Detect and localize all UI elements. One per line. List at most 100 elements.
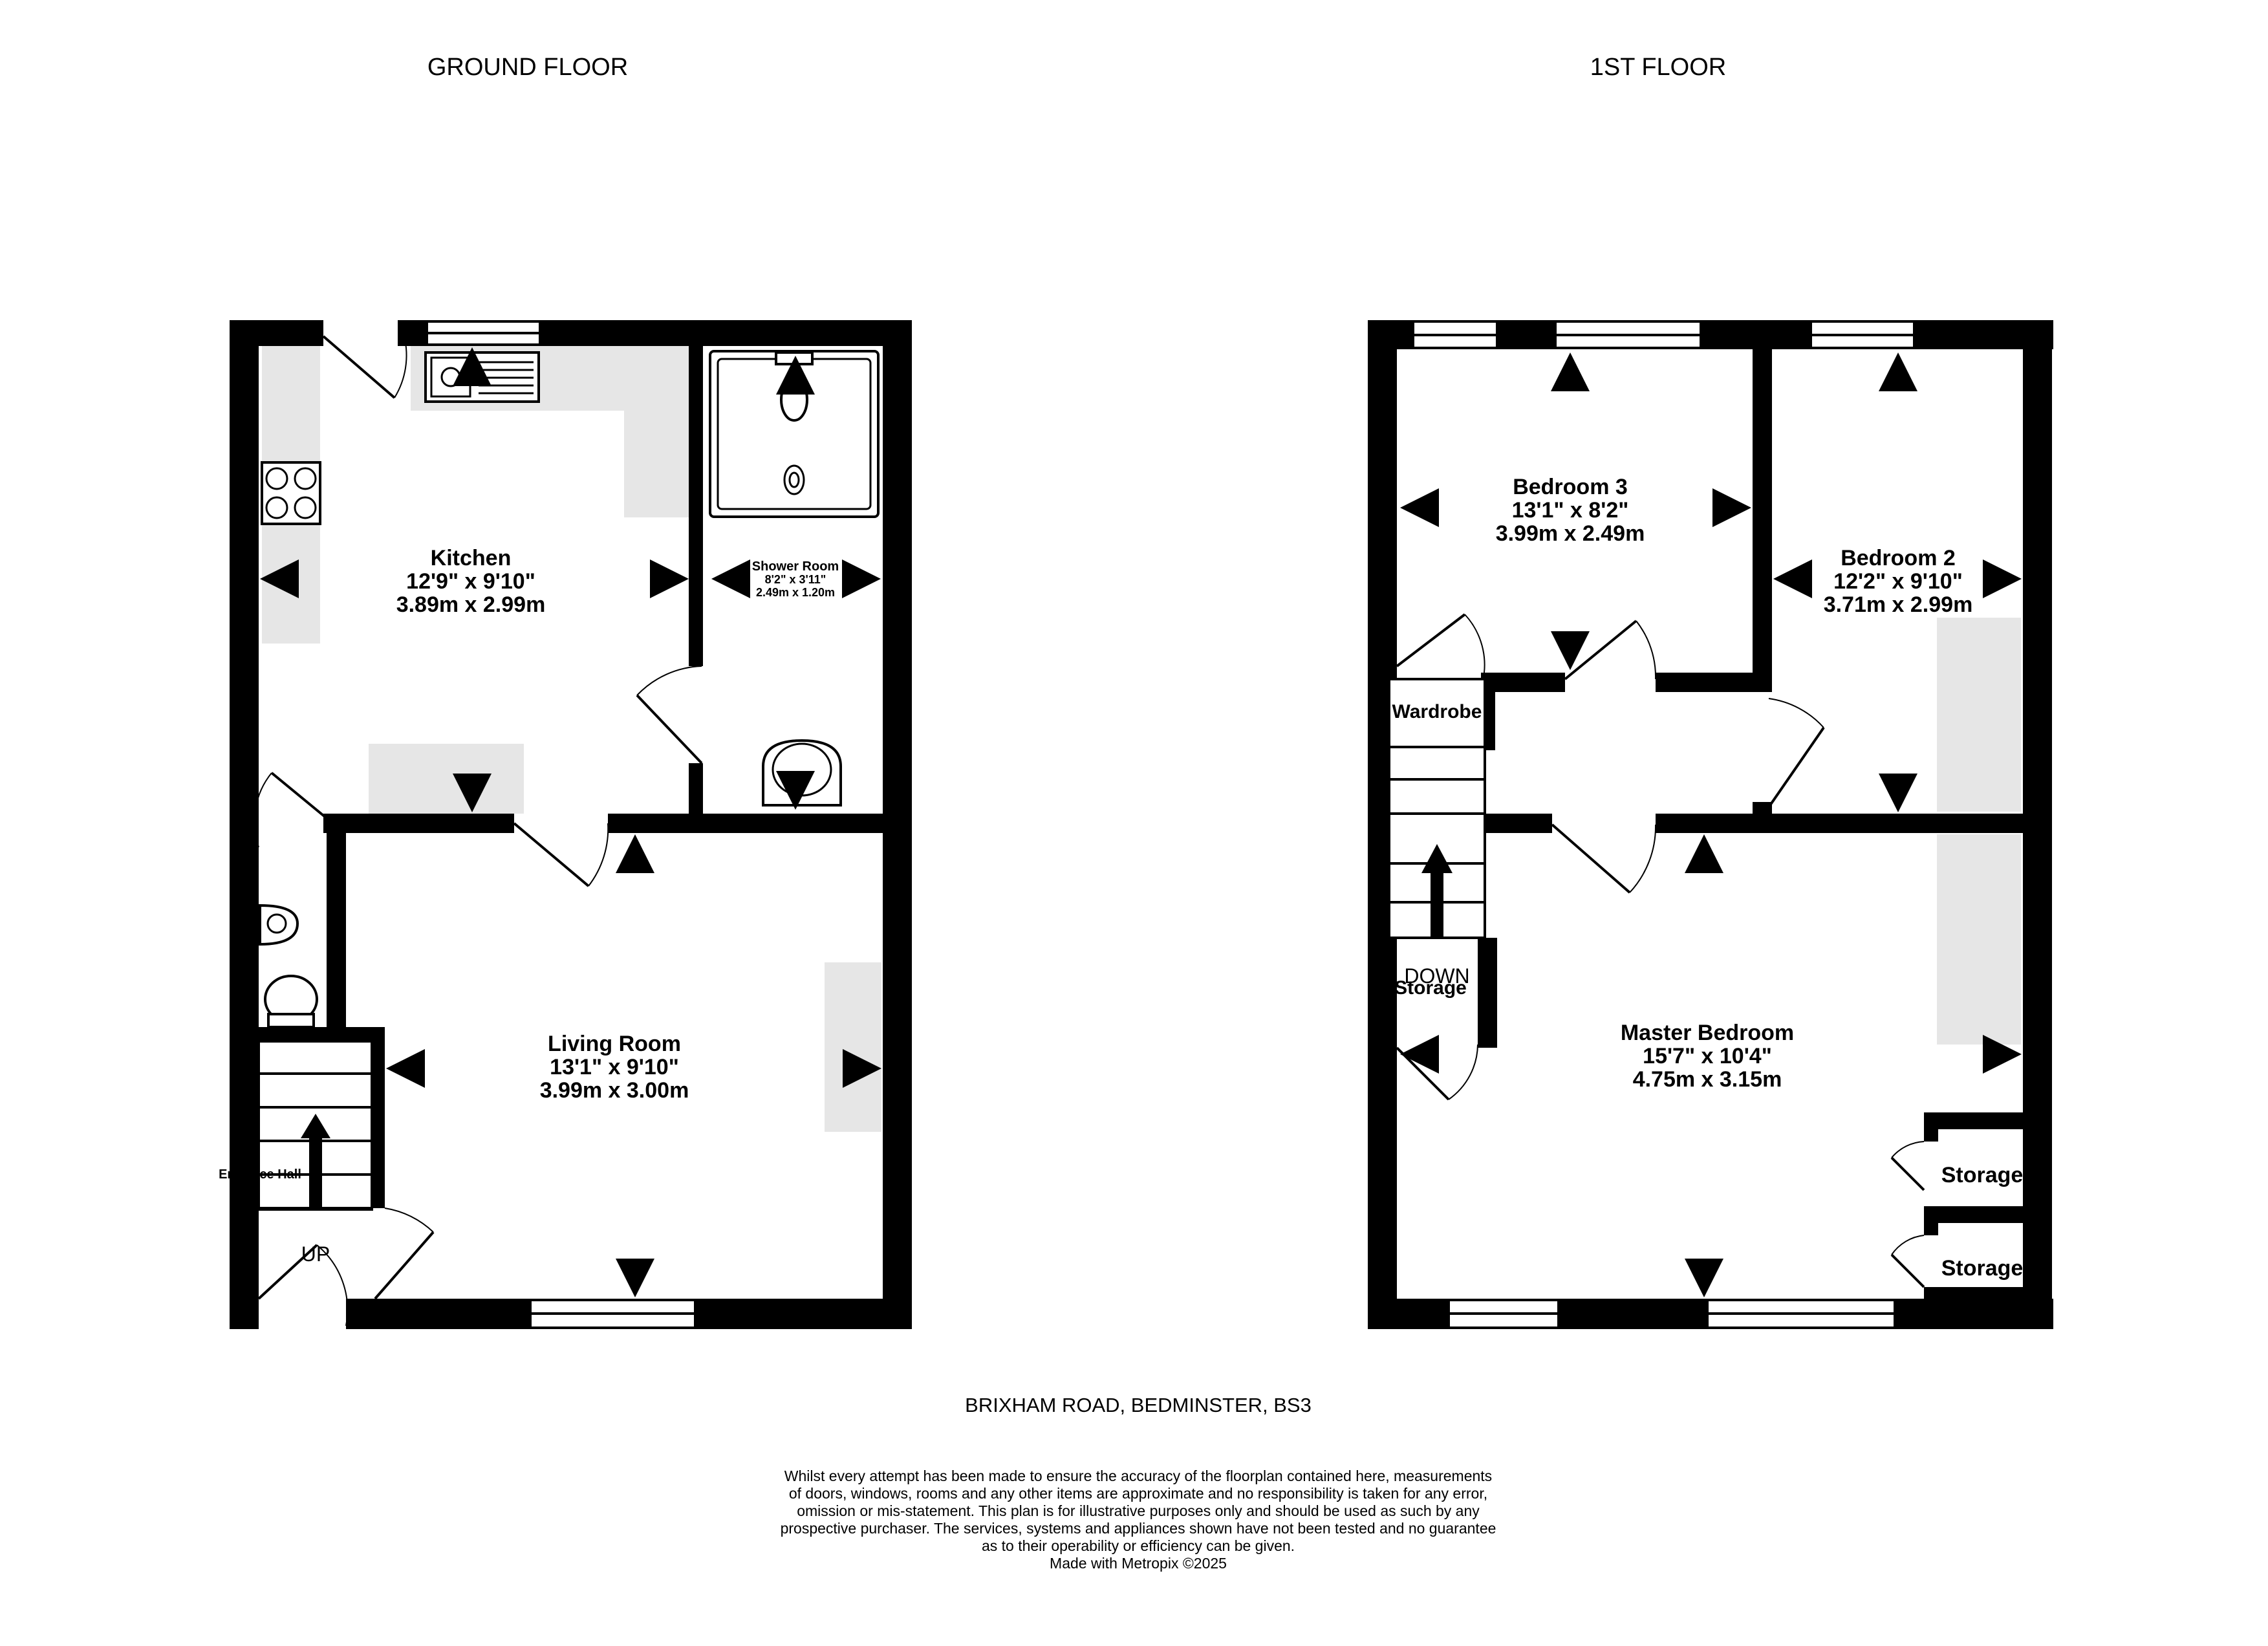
storage-landing-label: Storage xyxy=(1394,977,1467,999)
wall xyxy=(372,1027,385,1208)
wall xyxy=(689,346,703,666)
door xyxy=(257,1244,349,1327)
kitchen-name: Kitchen xyxy=(431,546,512,570)
dimension-arrow xyxy=(1879,352,1917,391)
door xyxy=(1396,613,1485,673)
wall xyxy=(1924,1112,1938,1142)
dimension-arrow xyxy=(453,774,491,812)
door xyxy=(322,335,407,399)
wall xyxy=(1478,938,1497,1048)
master-bedroom-name: Master Bedroom xyxy=(1621,1021,1794,1045)
wall xyxy=(327,814,346,1027)
kitchen-metric: 3.89m x 2.99m xyxy=(396,592,546,617)
dimension-arrow xyxy=(1551,631,1590,670)
wall xyxy=(1481,814,1552,833)
dimension-arrow xyxy=(616,834,654,873)
dimension-arrow xyxy=(453,347,491,386)
dimension-arrow xyxy=(1983,559,2022,598)
wall xyxy=(695,1299,912,1329)
disclaimer: Whilst every attempt has been made to en… xyxy=(781,1467,1496,1572)
bedroom-2-wardrobe-unit xyxy=(1937,618,2021,812)
dimension-arrow xyxy=(843,1049,881,1088)
wall xyxy=(1924,1287,2024,1304)
door xyxy=(1767,698,1825,808)
kitchen-worktop-right xyxy=(624,346,689,517)
door xyxy=(513,822,609,887)
wall xyxy=(346,1299,530,1329)
living-room-name: Living Room xyxy=(548,1032,681,1056)
dimension-arrow xyxy=(386,1049,425,1088)
bedroom-2-name: Bedroom 2 xyxy=(1841,546,1956,570)
ground-floor-plan: Entrance Hall UP xyxy=(219,320,912,1329)
hob-icon xyxy=(261,461,321,525)
ground-floor-title: GROUND FLOOR xyxy=(427,54,628,81)
dimension-arrow xyxy=(260,559,299,598)
shower-room-name: Shower Room xyxy=(752,559,839,574)
dimension-arrow xyxy=(616,1259,654,1297)
living-room-imperial: 13'1" x 9'10" xyxy=(550,1055,679,1079)
wall xyxy=(1656,673,1769,692)
wall xyxy=(1753,349,1772,692)
wall xyxy=(230,1299,259,1329)
master-bedroom-imperial: 15'7" x 10'4" xyxy=(1643,1044,1772,1068)
first-floor-stairs xyxy=(1388,678,1486,939)
dimension-arrow xyxy=(650,559,689,598)
dimension-arrow xyxy=(776,771,815,810)
door xyxy=(1890,1141,1925,1191)
first-floor-title: 1ST FLOOR xyxy=(1590,54,1726,81)
living-room-fireplace xyxy=(825,962,881,1132)
master-bedroom-metric: 4.75m x 3.15m xyxy=(1633,1067,1782,1092)
disclaimer-line: as to their operability or efficiency ca… xyxy=(982,1537,1295,1554)
dimension-arrow xyxy=(1685,834,1723,873)
wall xyxy=(2023,320,2052,1329)
dimension-arrow xyxy=(1400,1035,1439,1074)
wardrobe-label: Wardrobe xyxy=(1392,701,1482,722)
kitchen-imperial: 12'9" x 9'10" xyxy=(406,569,535,594)
disclaimer-line: prospective purchaser. The services, sys… xyxy=(781,1520,1496,1537)
bedroom-3-imperial: 13'1" x 8'2" xyxy=(1512,498,1629,523)
storage-1-label: Storage xyxy=(1941,1163,2024,1187)
shower-room-metric: 2.49m x 1.20m xyxy=(756,586,835,599)
wall xyxy=(1924,1206,2024,1223)
disclaimer-line: omission or mis-statement. This plan is … xyxy=(797,1502,1480,1519)
bedroom-2-imperial: 12'2" x 9'10" xyxy=(1833,569,1963,594)
ground-stairs xyxy=(257,1040,373,1211)
shower-room-imperial: 8'2" x 3'11" xyxy=(765,573,826,586)
kitchen-unit-bottom xyxy=(369,744,524,814)
bedroom-3-name: Bedroom 3 xyxy=(1513,475,1628,499)
door xyxy=(374,1207,435,1300)
wall xyxy=(323,814,514,833)
dimension-arrow xyxy=(842,559,881,598)
bedroom-3-metric: 3.99m x 2.49m xyxy=(1496,521,1645,546)
wall xyxy=(540,320,912,346)
storage-2-label: Storage xyxy=(1941,1256,2024,1281)
dimension-arrow xyxy=(776,356,815,395)
door xyxy=(636,666,703,764)
dimension-arrow xyxy=(1400,488,1439,527)
wall xyxy=(1924,1206,1938,1235)
wall xyxy=(1656,814,2024,833)
dimension-arrow xyxy=(1685,1259,1723,1297)
wall xyxy=(259,1027,385,1041)
wall xyxy=(1924,1112,2024,1129)
door xyxy=(1564,620,1657,680)
dimension-arrow xyxy=(1983,1035,2022,1074)
toilet-icon xyxy=(264,975,318,1028)
wall xyxy=(883,320,912,1329)
dimension-arrow xyxy=(1551,352,1590,391)
bedroom-2-metric: 3.71m x 2.99m xyxy=(1824,592,1973,617)
living-room-metric: 3.99m x 3.00m xyxy=(540,1078,689,1103)
stairs-down-label: DOWN xyxy=(1404,964,1469,988)
door xyxy=(254,772,328,848)
disclaimer-line: of doors, windows, rooms and any other i… xyxy=(789,1485,1487,1502)
door xyxy=(1551,823,1657,894)
door xyxy=(1890,1235,1925,1288)
master-bedroom-wardrobe-unit xyxy=(1937,834,2021,1045)
property-address: BRIXHAM ROAD, BEDMINSTER, BS3 xyxy=(965,1394,1312,1416)
disclaimer-line: Whilst every attempt has been made to en… xyxy=(784,1467,1492,1484)
disclaimer-line: Made with Metropix ©2025 xyxy=(1050,1555,1227,1572)
wall xyxy=(398,320,427,346)
entrance-hall-label: Entrance Hall xyxy=(219,1167,301,1182)
wc-basin-icon xyxy=(259,904,299,946)
